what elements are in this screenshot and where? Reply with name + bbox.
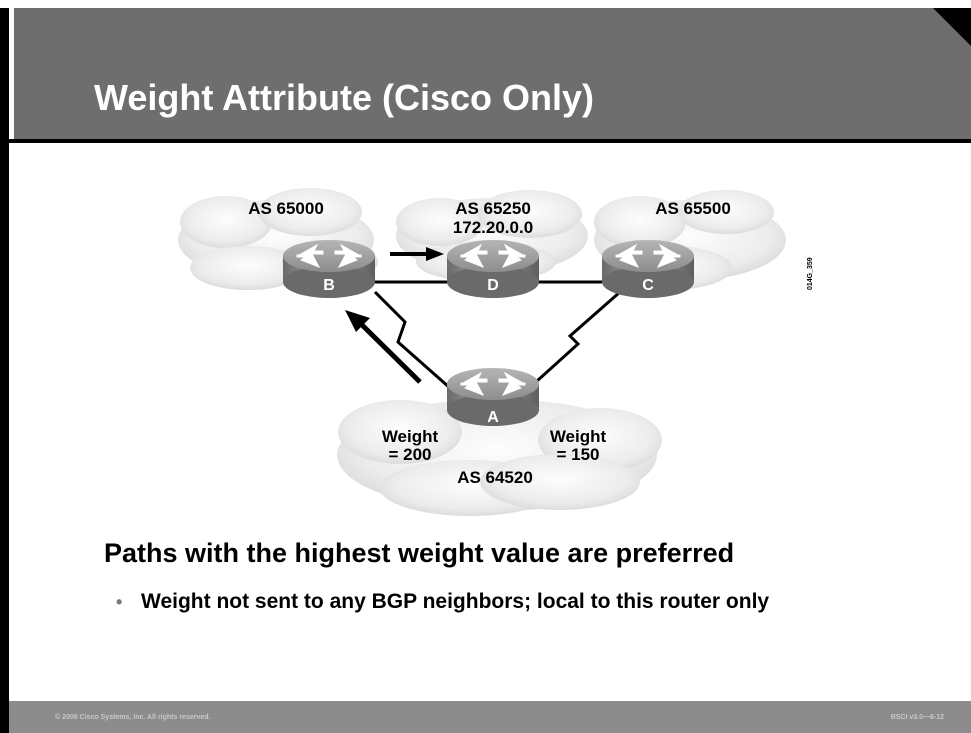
svg-text:B: B bbox=[323, 277, 335, 294]
sub-bullet-text: Weight not sent to any BGP neighbors; lo… bbox=[141, 590, 770, 613]
weight-label-a-c-line1: Weight bbox=[550, 427, 607, 446]
copyright-text: © 2006 Cisco Systems, Inc. All rights re… bbox=[55, 714, 211, 721]
main-bullet-text: Paths with the highest weight value are … bbox=[104, 538, 735, 568]
label-as64520: AS 64520 bbox=[457, 468, 533, 487]
router-a: A bbox=[446, 367, 540, 427]
footer-bar: © 2006 Cisco Systems, Inc. All rights re… bbox=[9, 701, 971, 733]
figure-code: 014G_359 bbox=[807, 257, 814, 290]
router-d: D bbox=[446, 239, 540, 299]
course-code: BSCI v3.0—6-12 bbox=[890, 714, 944, 721]
arrow-a-to-b bbox=[345, 310, 422, 384]
link-a-b-serial bbox=[373, 290, 451, 390]
label-as65250: AS 65250 bbox=[455, 199, 531, 218]
svg-text:C: C bbox=[642, 277, 654, 294]
svg-text:A: A bbox=[487, 409, 499, 426]
weight-label-a-b-line1: Weight bbox=[382, 427, 439, 446]
router-b: B bbox=[282, 239, 376, 299]
slide-title: Weight Attribute (Cisco Only) bbox=[94, 77, 594, 118]
left-border bbox=[0, 8, 9, 733]
label-as65000: AS 65000 bbox=[248, 199, 324, 218]
cloud-as64520 bbox=[337, 399, 662, 516]
arrow-b-to-d bbox=[390, 247, 444, 261]
weight-label-a-c-value: = 150 bbox=[556, 445, 599, 464]
label-network-172-20: 172.20.0.0 bbox=[453, 218, 533, 237]
corner-triangle bbox=[933, 8, 971, 46]
router-c: C bbox=[601, 239, 695, 299]
title-bar bbox=[14, 8, 971, 139]
bullet-dot-icon: • bbox=[116, 592, 123, 612]
sub-bullet: • Weight not sent to any BGP neighbors; … bbox=[116, 588, 836, 616]
link-a-c-serial bbox=[525, 290, 621, 392]
label-as65500: AS 65500 bbox=[655, 199, 731, 218]
svg-text:D: D bbox=[487, 277, 499, 294]
weight-label-a-b-value: = 200 bbox=[388, 445, 431, 464]
title-underline bbox=[9, 139, 971, 143]
